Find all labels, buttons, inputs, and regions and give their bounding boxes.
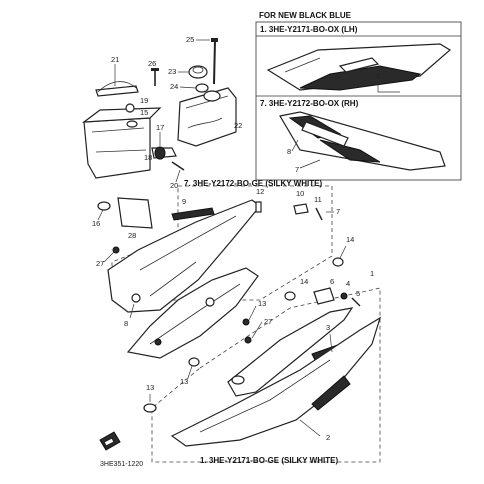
part-25-bolt — [213, 39, 216, 85]
callout-20: 20 — [170, 181, 178, 190]
inset-panel: FOR NEW BLACK BLUE 1. 3HE-Y2171-BO-OX (L… — [255, 11, 462, 181]
inset-frame — [255, 21, 462, 181]
group-lh-title: 1. 3HE-Y2171-BO-GE (SILKY WHITE) — [200, 456, 338, 465]
callout-15: 15 — [140, 108, 148, 117]
part-14a-grommet — [332, 257, 344, 267]
callout-11: 11 — [314, 195, 322, 204]
callout-4: 4 — [346, 279, 350, 288]
group-lh-boundary — [151, 287, 381, 463]
group-lh-silky-white: 1. 3HE-Y2171-BO-GE (SILKY WHITE) 14 6 4 … — [143, 269, 382, 465]
part-5-bolt — [351, 297, 361, 307]
part-15-grommet — [126, 120, 138, 128]
part-27a-screw — [112, 246, 120, 254]
part-19-fitting — [125, 103, 135, 113]
part-18-clamp — [154, 146, 166, 160]
callout-27b: 27 — [264, 317, 272, 326]
callout-14a: 14 — [346, 235, 354, 244]
part-12-pin — [255, 201, 262, 213]
callout-6: 6 — [330, 277, 334, 286]
callout-13c: 13 — [146, 383, 154, 392]
callout-23: 23 — [168, 67, 176, 76]
callout-2: 2 — [326, 433, 330, 442]
part-20-bolt — [171, 161, 185, 171]
diagram-code: 3HE351-1220 — [100, 461, 143, 468]
inset-rh-leader-7 — [299, 159, 321, 169]
tool-box — [83, 117, 151, 179]
part-22-tank — [177, 87, 237, 147]
part-28-pad — [117, 197, 153, 229]
part-11-bolt — [315, 207, 323, 221]
callout-17: 17 — [156, 123, 164, 132]
callout-26: 26 — [148, 59, 156, 68]
inset-lh-leader — [377, 80, 400, 93]
part-27b-screw — [244, 336, 252, 344]
callout-12: 12 — [256, 187, 264, 196]
inset-lh-emblem — [338, 57, 380, 73]
inset-rh-leader-8 — [291, 139, 299, 152]
part-21-strap — [95, 85, 139, 97]
part-25-head — [211, 38, 218, 42]
part-24-nut — [195, 83, 209, 93]
tool-box-rim — [82, 107, 162, 123]
callout-22: 22 — [234, 121, 242, 130]
callout-3: 3 — [326, 323, 330, 332]
callout-27a: 27 — [96, 259, 104, 268]
callout-16: 16 — [92, 219, 100, 228]
callout-1: 1 — [370, 269, 374, 278]
side-cover-mid — [126, 267, 259, 359]
part-7-rh-side-cover — [107, 199, 261, 313]
middle-parts: 13 27 13 — [126, 267, 272, 386]
upper-assembly: 25 21 26 23 24 22 19 15 17 18 20 16 28 — [82, 35, 242, 240]
callout-13a: 13 — [258, 299, 266, 308]
part-9-emblem — [171, 207, 215, 221]
callout-5: 5 — [356, 289, 360, 298]
callout-28: 28 — [128, 231, 136, 240]
front-marker — [99, 431, 121, 451]
callout-18: 18 — [144, 153, 152, 162]
inset-rh-callout-8: 8 — [287, 147, 291, 156]
inset-variant-rh: 7. 3HE-Y2172-BO-OX (RH) — [260, 99, 359, 108]
inset-lh-side-cover — [266, 43, 452, 91]
part-23-cap — [188, 65, 208, 79]
callout-19: 19 — [140, 96, 148, 105]
callout-25: 25 — [186, 35, 194, 44]
callout-21: 21 — [111, 55, 119, 64]
inset-lh-callout: 2 — [376, 71, 380, 80]
callout-14b: 14 — [300, 277, 308, 286]
group-rh-title: 7. 3HE-Y2172-BO-GE (SILKY WHITE) — [184, 179, 322, 188]
part-6-bracket — [313, 287, 335, 305]
part-10-bracket — [293, 203, 309, 215]
part-13c-grommet — [143, 403, 157, 413]
inset-variant-lh: 1. 3HE-Y2171-BO-OX (LH) — [260, 25, 358, 34]
part-16-damper — [97, 201, 111, 211]
callout-9: 9 — [182, 197, 186, 206]
inset-rh-callout-7: 7 — [295, 165, 299, 174]
part-2-lh-side-cover — [170, 316, 382, 447]
inset-rh-side-cover — [279, 111, 446, 171]
part-14b-grommet — [284, 291, 296, 301]
part-1-lh-cover-upper — [227, 307, 354, 397]
part-4-screw — [340, 292, 348, 300]
group-rh-silky-white: 7. 3HE-Y2172-BO-GE (SILKY WHITE) 9 12 10… — [96, 179, 354, 328]
part-8-damper — [131, 293, 141, 303]
inset-rh-emblem — [301, 121, 349, 147]
callout-24: 24 — [170, 82, 178, 91]
callout-13b: 13 — [180, 377, 188, 386]
callout-10: 10 — [296, 189, 304, 198]
callout-7: 7 — [336, 207, 340, 216]
part-13b-grommet — [188, 357, 200, 367]
inset-title: FOR NEW BLACK BLUE — [259, 11, 352, 20]
part-13a-nut — [242, 318, 250, 326]
callout-8: 8 — [124, 319, 128, 328]
